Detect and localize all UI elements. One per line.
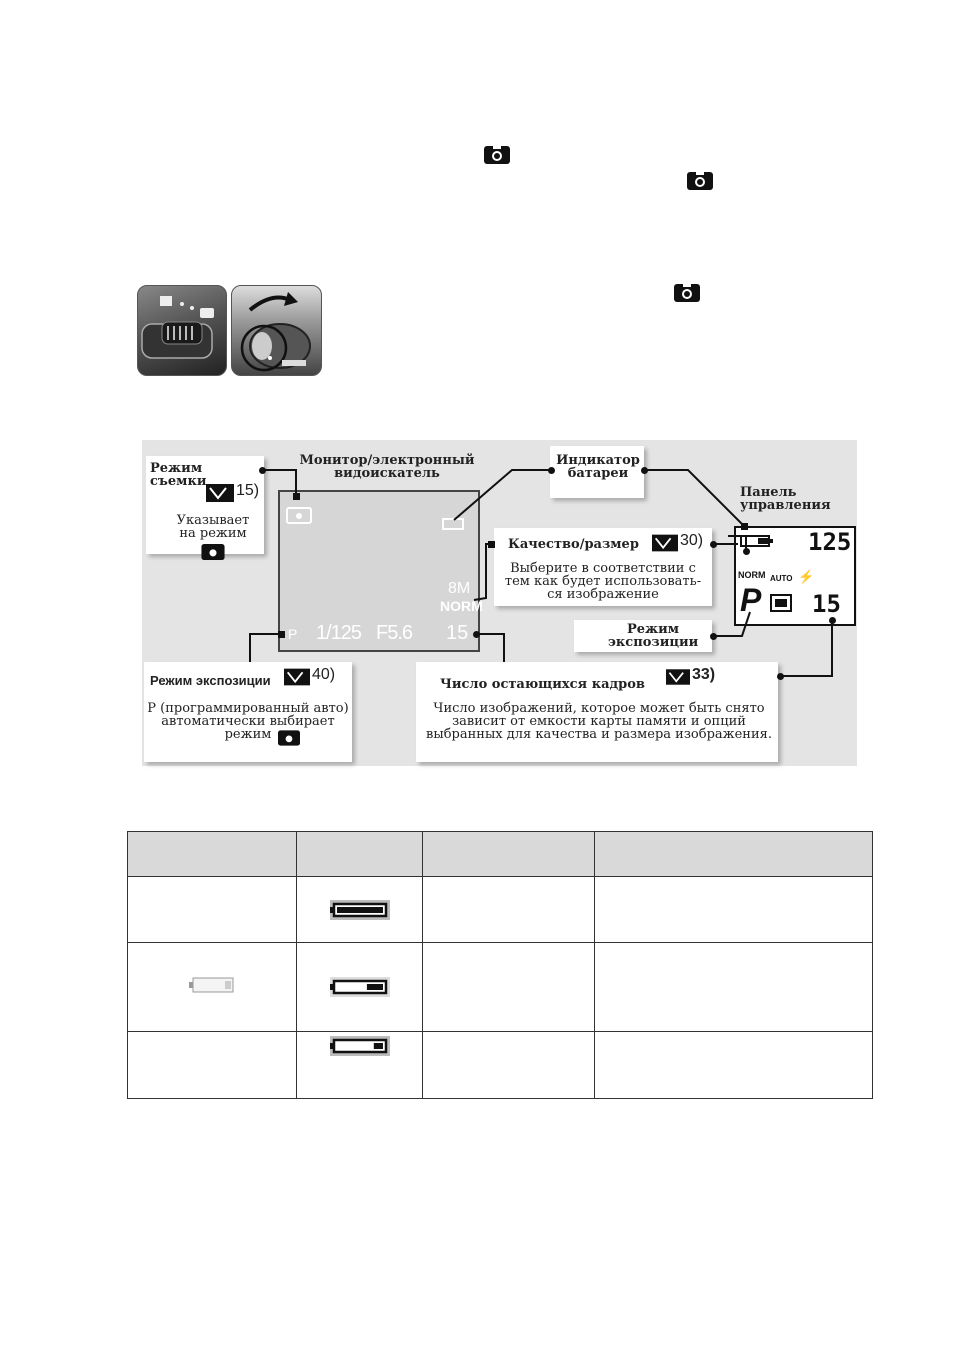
exposure-mode-title: Режим экспозиции [150, 673, 271, 688]
frames-left-desc: Число изображений, которое может быть сн… [426, 701, 772, 742]
table-row [127, 1031, 873, 1099]
quality-title: Качество/размер [508, 537, 639, 552]
table-cell [594, 942, 873, 1032]
frames-left-title: Число остающихся кадров [440, 677, 645, 692]
battery-exhausted-icon [329, 1036, 390, 1056]
exposure-mode-desc: P (программированный авто) автоматически… [147, 701, 349, 742]
exposure-mode-small-callout: Режим экспозиции [574, 620, 712, 652]
monitor-screen: 8M NORM P 1/125 F5.6 15 [278, 490, 483, 652]
leader-dot [777, 673, 784, 680]
leader-lines [249, 469, 833, 677]
battery-fill [336, 906, 383, 913]
screen-frames: 15 [446, 622, 469, 644]
table-cell [127, 1031, 297, 1099]
table-cell [296, 876, 423, 943]
table-cell [422, 876, 595, 943]
table-header [296, 831, 423, 877]
exposure-mode-ref: 40) [312, 666, 336, 683]
leader-dot [641, 467, 648, 474]
flash-icon: ⚡ [798, 570, 815, 585]
battery-indicator-callout: Индикатор батареи [550, 446, 644, 498]
lcd-battery-icon [740, 535, 773, 547]
control-panel-lcd: 125 NORM AUTO ⚡ P 15 [734, 526, 856, 626]
battery-indicator-label: Индикатор батареи [556, 453, 640, 481]
lcd-quality: NORM [738, 570, 766, 580]
battery-low-small-icon [189, 977, 234, 993]
exposure-mode-callout: Режим экспозиции 40) P (программированны… [144, 662, 352, 762]
quality-desc: Выберите в соответствии с тем как будет … [504, 561, 702, 602]
monitor-label: Монитор/электронный видоискатель [299, 453, 475, 481]
shooting-mode-callout: Режим съемки 15) Указывает на режим [146, 456, 264, 560]
battery-low-icon [329, 977, 390, 997]
lcd-mode: P [740, 582, 762, 618]
camera-icon [201, 544, 225, 560]
table-cell [127, 876, 297, 943]
table-cell [296, 1031, 423, 1099]
frames-left-callout: Число остающихся кадров 33) Число изобра… [416, 662, 778, 762]
table-cell [296, 942, 423, 1032]
quality-callout: Качество/размер 30) Выберите в соответст… [494, 528, 712, 606]
camera-icon [484, 146, 510, 164]
shooting-mode-title: Режим съемки [150, 461, 207, 489]
control-panel-label: Панель управления [740, 485, 831, 513]
camera-mode-icon [286, 507, 312, 524]
table-cell [127, 942, 297, 1032]
screen-quality-badge: 8M [448, 580, 471, 597]
battery-status-table [127, 831, 873, 1099]
battery-fill [366, 984, 383, 990]
reference-book-icon [206, 484, 234, 502]
reference-book-icon [666, 669, 690, 685]
lcd-camera-icon [770, 594, 792, 612]
battery-fill [373, 1043, 383, 1049]
leader-dot [548, 467, 555, 474]
exposure-mode-small-label: Режим экспозиции [608, 622, 699, 650]
table-header-row [127, 831, 873, 877]
table-cell [422, 1031, 595, 1099]
camera-icon [687, 172, 713, 190]
table-cell [594, 1031, 873, 1099]
screen-mode-letter: P [288, 626, 298, 642]
leader-dot [743, 548, 750, 555]
table-header [422, 831, 595, 877]
reference-book-icon [284, 668, 310, 686]
table-row [127, 876, 873, 943]
table-header [594, 831, 873, 877]
table-cell [594, 876, 873, 943]
screen-quality-norm: NORM [440, 598, 483, 614]
lcd-flash: AUTO [770, 574, 793, 583]
leader-dot [710, 633, 717, 640]
table-row [127, 942, 873, 1032]
reference-book-icon [652, 534, 678, 552]
leader-dot [488, 541, 495, 548]
shooting-mode-desc: Указывает на режим [176, 513, 250, 541]
leader-dot [293, 493, 300, 500]
lcd-shutter: 125 [808, 528, 852, 556]
leader-dot [473, 631, 480, 638]
power-switch-photo [231, 285, 322, 376]
leader-dot [741, 523, 748, 530]
frames-left-ref: 33) [692, 666, 716, 683]
leader-dot [259, 467, 266, 474]
screen-shutter: 1/125 [316, 622, 362, 644]
camera-icon [674, 284, 700, 302]
mode-switch-photo [137, 285, 227, 376]
table-header [127, 831, 297, 877]
leader-dot [278, 631, 285, 638]
screen-aperture: F5.6 [376, 622, 413, 644]
camera-icon [278, 730, 300, 746]
table-cell [422, 942, 595, 1032]
leader-dot [829, 617, 836, 624]
quality-ref: 30) [680, 532, 704, 549]
leader-dot [710, 541, 717, 548]
battery-screen-icon [442, 518, 464, 530]
shooting-mode-ref: 15) [236, 482, 260, 499]
display-diagram: Режим съемки 15) Указывает на режим Мони… [142, 440, 857, 766]
lcd-frames: 15 [812, 590, 841, 618]
battery-full-icon [329, 899, 390, 920]
